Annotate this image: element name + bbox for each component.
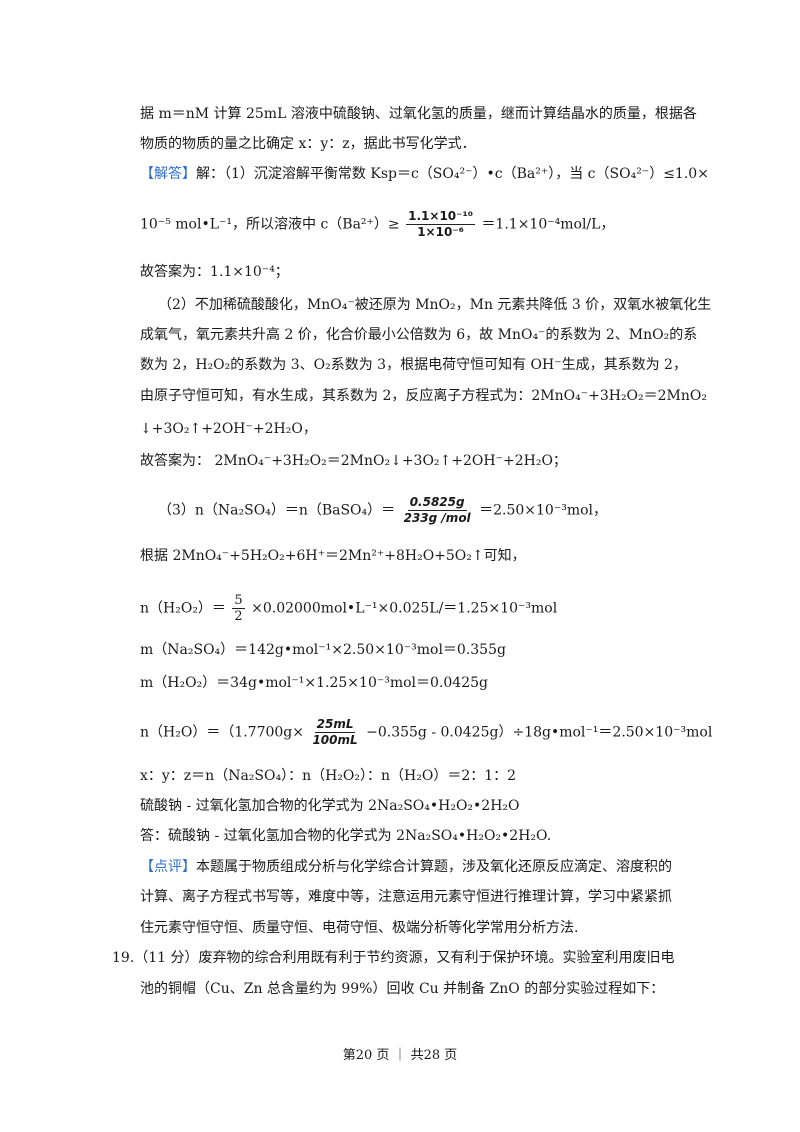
page-footer: 第20 页 ｜ 共28 页 bbox=[342, 1048, 458, 1063]
text-line: 硫酸钠 - 过氧化氢加合物的化学式为 2Na₂SO₄•H₂O₂•2H₂O bbox=[140, 798, 520, 814]
text-span: （3）n（Na₂SO₄）＝n（BaSO₄）＝ bbox=[158, 502, 396, 519]
answer-tag: 【解答】 bbox=[140, 166, 196, 182]
fraction-denominator: 100mL bbox=[312, 733, 358, 747]
question-19-line: 19.（11 分）废弃物的综合利用既有利于节约资源，又有利于保护环境。实验室利用… bbox=[112, 950, 675, 966]
text-line: 据 m＝nM 计算 25mL 溶液中硫酸钠、过氧化氢的质量，继而计算结晶水的质量… bbox=[140, 106, 697, 122]
fraction: 5 2 bbox=[232, 593, 245, 624]
text-line: 物质的物质的量之比确定 x：y：z，据此书写化学式． bbox=[140, 136, 476, 152]
fraction-denominator: 1×10⁻⁶ bbox=[417, 225, 464, 239]
text-line: x：y：z＝n（Na₂SO₄）：n（H₂O₂）：n（H₂O）＝2：1：2 bbox=[140, 768, 517, 784]
text-line: 10⁻⁵ mol•L⁻¹，所以溶液中 c（Ba²⁺）≥ 1.1×10⁻¹⁰ 1×… bbox=[140, 210, 614, 239]
fraction-denominator: 2 bbox=[234, 609, 243, 624]
text-line: 故答案为： 2MnO₄⁻+3H₂O₂＝2MnO₂↓+3O₂↑+2OH⁻+2H₂O… bbox=[140, 453, 567, 469]
fraction: 1.1×10⁻¹⁰ 1×10⁻⁶ bbox=[406, 210, 475, 239]
text-span: ＝2.50×10⁻³mol， bbox=[479, 502, 608, 519]
text-line: n（H₂O₂）＝ 5 2 ×0.02000mol•L⁻¹×0.025L/＝1.2… bbox=[140, 594, 557, 623]
text-line: 数为 2，H₂O₂的系数为 3、O₂系数为 3，根据电荷守恒可知有 OH⁻生成，… bbox=[140, 357, 687, 373]
fraction: 25mL 100mL bbox=[310, 718, 359, 747]
text-span: ＝1.1×10⁻⁴mol/L， bbox=[481, 216, 615, 233]
text-span: 10⁻⁵ mol•L⁻¹，所以溶液中 c（Ba²⁺）≥ bbox=[140, 216, 400, 233]
text-line: 计算、离子方程式书写等，难度中等，注意运用元素守恒进行推理计算，学习中紧紧抓 bbox=[140, 889, 672, 905]
review-line: 【点评】本题属于物质组成分析与化学综合计算题，涉及氧化还原反应滴定、溶度积的 bbox=[140, 857, 672, 877]
text-line: 成氧气，氧元素共升高 2 价，化合价最小公倍数为 6，故 MnO₄⁻的系数为 2… bbox=[140, 327, 698, 343]
text-line: 根据 2MnO₄⁻+5H₂O₂+6H⁺＝2Mn²⁺+8H₂O+5O₂↑可知， bbox=[140, 548, 526, 564]
fraction-numerator: 25mL bbox=[314, 717, 356, 733]
text-line: （2）不加稀硫酸酸化，MnO₄⁻被还原为 MnO₂，Mn 元素共降低 3 价，双… bbox=[158, 297, 712, 313]
text-line: 故答案为：1.1×10⁻⁴； bbox=[140, 264, 289, 280]
text-span: n（H₂O₂）＝ bbox=[140, 600, 226, 617]
text-line: n（H₂O）＝（1.7700g× 25mL 100mL −0.355g - 0.… bbox=[140, 718, 712, 747]
text-span: n（H₂O）＝（1.7700g× bbox=[140, 724, 304, 741]
answer-line: 【解答】解：（1）沉淀溶解平衡常数 Ksp＝c（SO₄²⁻）•c（Ba²⁺），当… bbox=[140, 164, 709, 184]
fraction: 0.5825g 233g /mol bbox=[402, 496, 473, 525]
text-line: 由原子守恒可知，有水生成，其系数为 2，反应离子方程式为：2MnO₄⁻+3H₂O… bbox=[140, 388, 707, 404]
text-line: ↓+3O₂↑+2OH⁻+2H₂O， bbox=[140, 421, 317, 437]
fraction-numerator: 1.1×10⁻¹⁰ bbox=[406, 209, 475, 225]
text-line: 住元素守恒守恒、质量守恒、电荷守恒、极端分析等化学常用分析方法. bbox=[140, 920, 579, 936]
text-line: 池的铜帽（Cu、Zn 总含量约为 99%）回收 Cu 并制备 ZnO 的部分实验… bbox=[140, 981, 665, 997]
text-line: 答：硫酸钠 - 过氧化氢加合物的化学式为 2Na₂SO₄•H₂O₂•2H₂O. bbox=[140, 828, 552, 844]
text-line: m（Na₂SO₄）＝142g•mol⁻¹×2.50×10⁻³mol＝0.355g bbox=[140, 642, 506, 658]
text-line: （3）n（Na₂SO₄）＝n（BaSO₄）＝ 0.5825g 233g /mol… bbox=[158, 496, 607, 525]
fraction-numerator: 5 bbox=[232, 593, 245, 609]
fraction-numerator: 0.5825g bbox=[407, 495, 467, 511]
text-span: −0.355g - 0.0425g）÷18g•mol⁻¹＝2.50×10⁻³mo… bbox=[366, 724, 713, 741]
fraction-denominator: 233g /mol bbox=[403, 511, 471, 525]
review-tag: 【点评】 bbox=[140, 859, 196, 875]
text-span: ×0.02000mol•L⁻¹×0.025L/＝1.25×10⁻³mol bbox=[251, 600, 558, 617]
text-line: m（H₂O₂）＝34g•mol⁻¹×1.25×10⁻³mol＝0.0425g bbox=[140, 675, 488, 691]
text-span: 本题属于物质组成分析与化学综合计算题，涉及氧化还原反应滴定、溶度积的 bbox=[196, 859, 672, 875]
text-span: 解：（1）沉淀溶解平衡常数 Ksp＝c（SO₄²⁻）•c（Ba²⁺），当 c（S… bbox=[196, 166, 709, 182]
